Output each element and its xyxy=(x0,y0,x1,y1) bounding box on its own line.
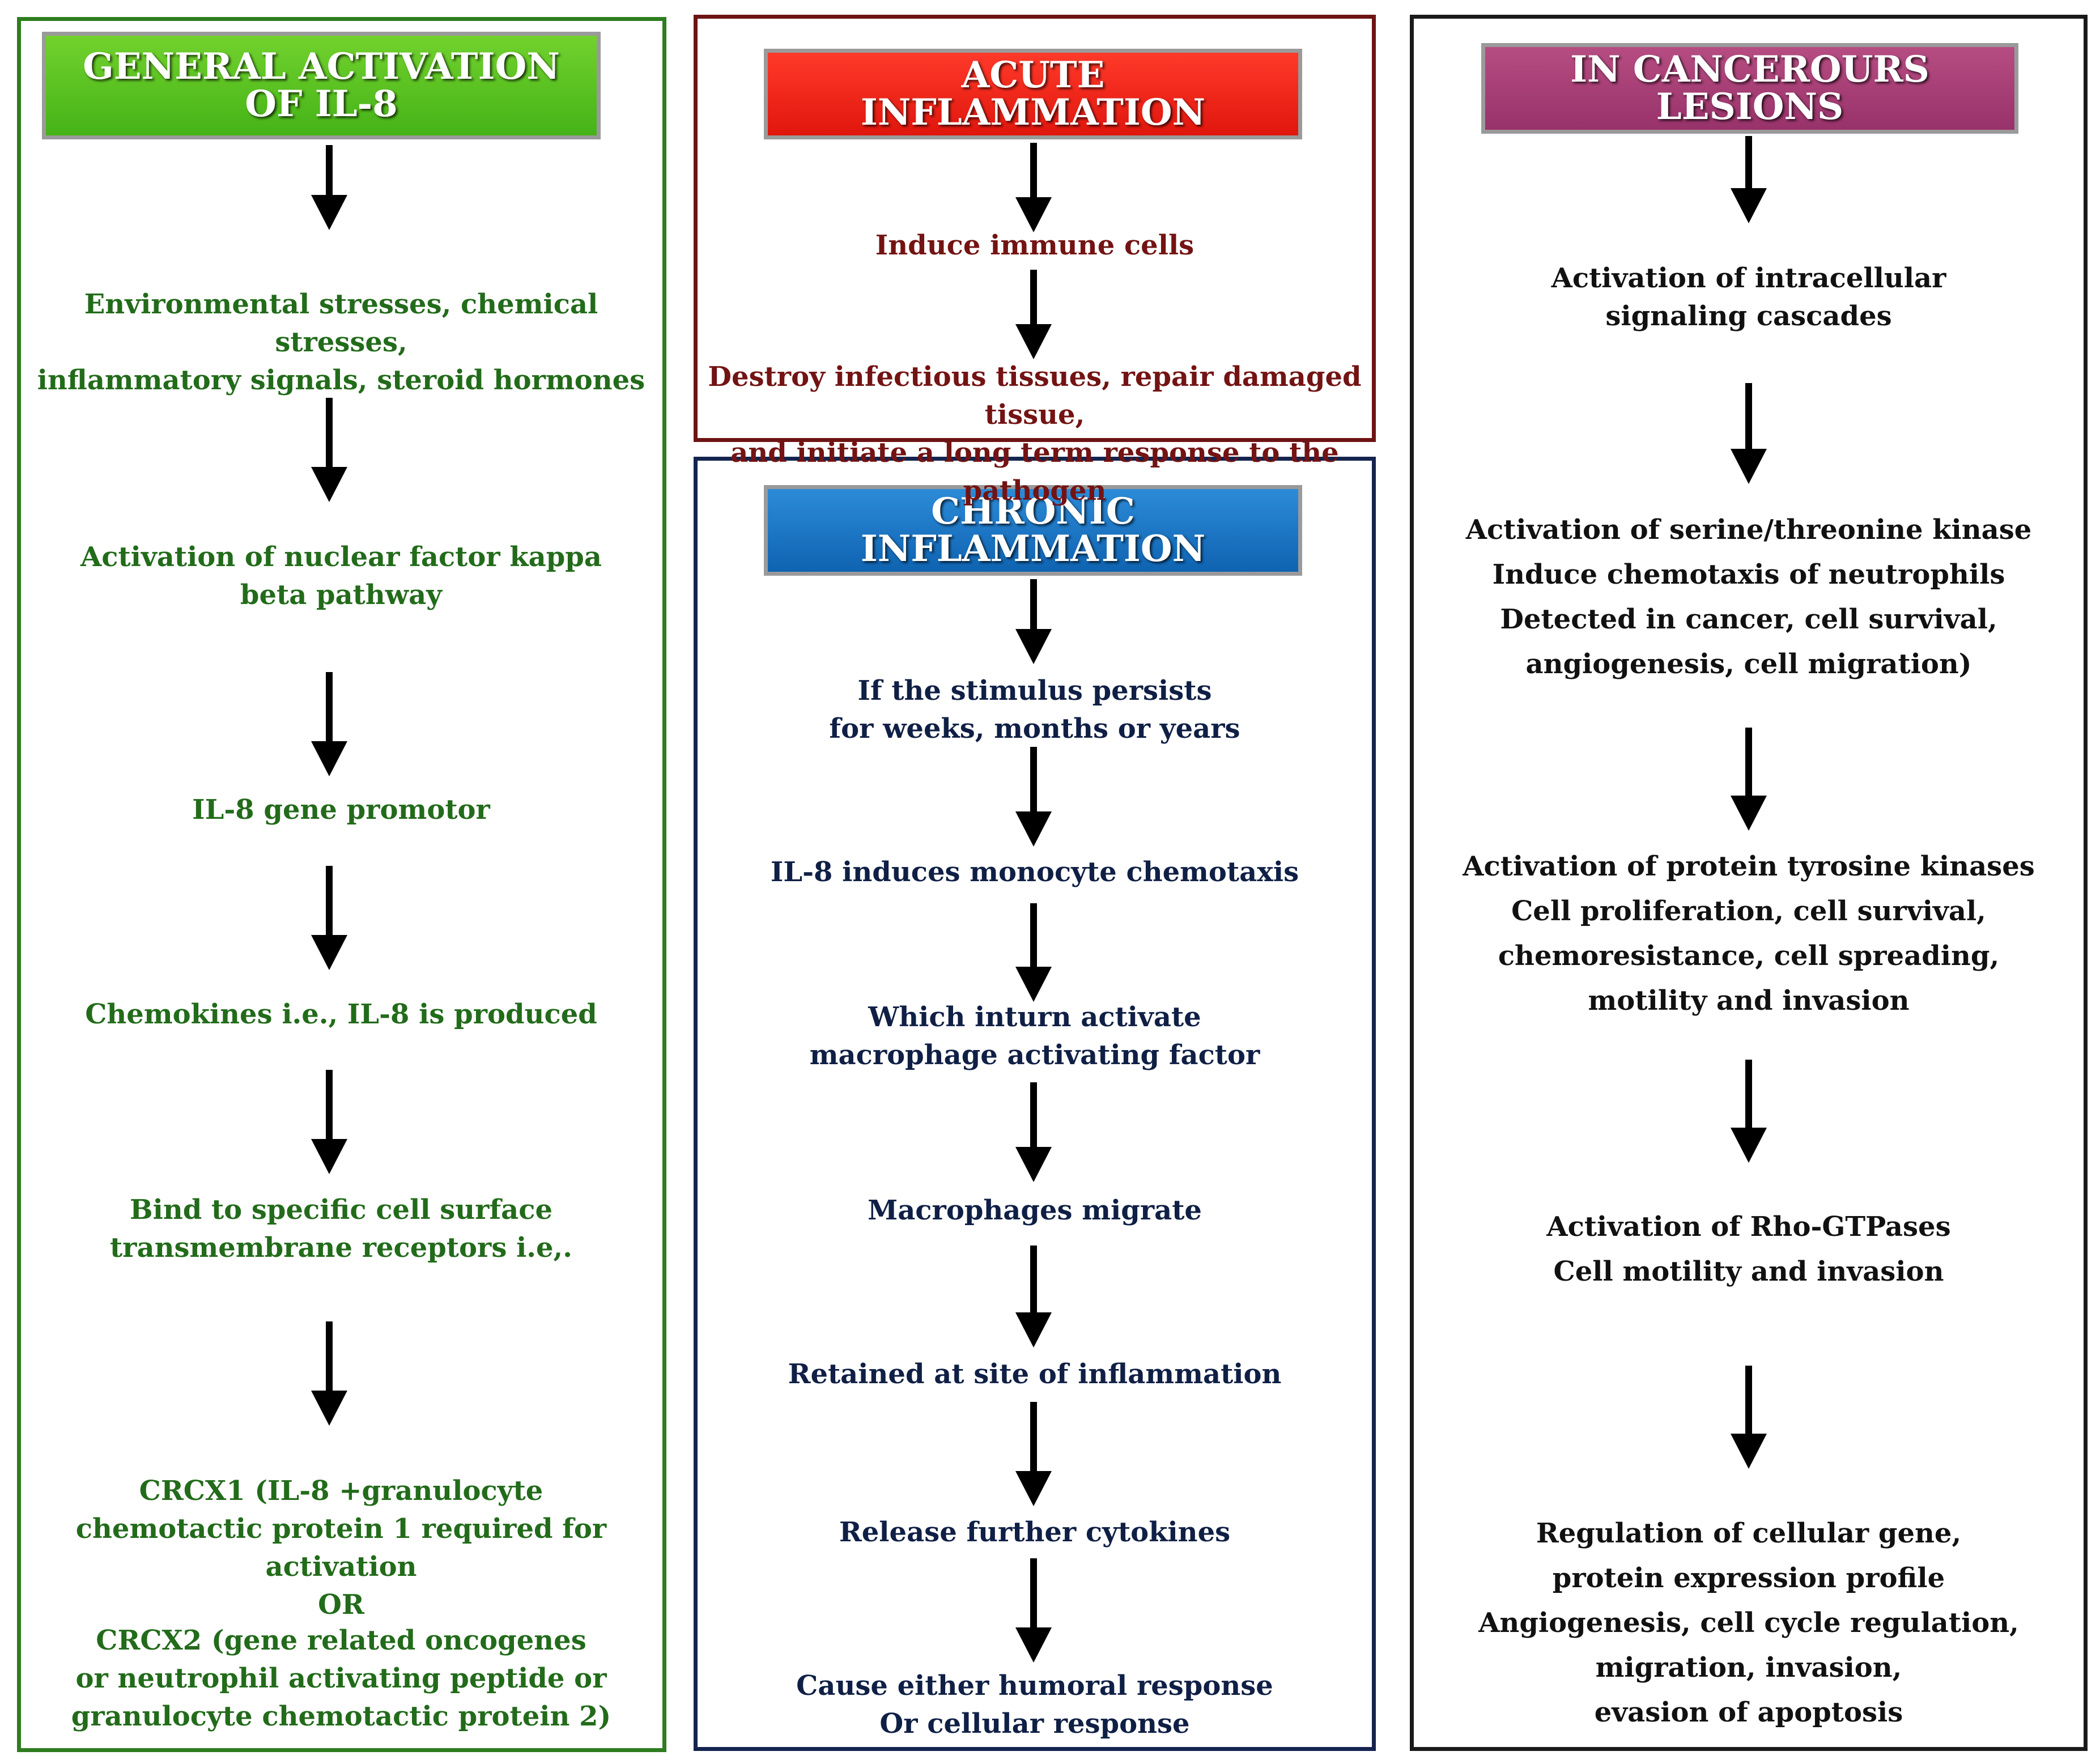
general-step-5: Bind to specific cell surface transmembr… xyxy=(110,1194,572,1264)
chronic-step-5: Retained at site of inflammation xyxy=(788,1358,1282,1390)
general-step-1: Environmental stresses, chemical stresse… xyxy=(37,288,645,396)
down-arrow-icon xyxy=(311,1321,347,1426)
down-arrow-icon xyxy=(1015,1402,1052,1506)
down-arrow-icon xyxy=(1731,1060,1767,1163)
general-activation-panel xyxy=(17,17,666,1752)
chronic-step-3: Which inturn activate macrophage activat… xyxy=(809,1001,1260,1071)
down-arrow-icon xyxy=(1015,747,1052,847)
down-arrow-icon xyxy=(1015,270,1052,359)
down-arrow-icon xyxy=(1731,728,1767,831)
down-arrow-icon xyxy=(1015,579,1052,664)
acute-step-2: Destroy infectious tissues, repair damag… xyxy=(708,361,1362,507)
acute-step-1: Induce immune cells xyxy=(875,229,1194,261)
down-arrow-icon xyxy=(1731,1366,1767,1469)
down-arrow-icon xyxy=(311,1070,347,1174)
down-arrow-icon xyxy=(1015,1558,1052,1663)
general-activation-title: GENERAL ACTIVATION OF IL-8 xyxy=(42,32,601,139)
cancer-step-4: Activation of Rho-GTPases Cell motility … xyxy=(1546,1211,1951,1287)
general-step-4: Chemokines i.e., IL-8 is produced xyxy=(85,998,597,1030)
general-step-3: IL-8 gene promotor xyxy=(192,794,490,826)
general-step-7: CRCX2 (gene related oncogenes or neutrop… xyxy=(71,1625,611,1732)
down-arrow-icon xyxy=(1015,1082,1052,1182)
down-arrow-icon xyxy=(1015,143,1052,232)
chronic-inflammation-title: CHRONIC INFLAMMATION xyxy=(764,485,1302,576)
general-step-6: CRCX1 (IL-8 +granulocyte chemotactic pro… xyxy=(75,1475,607,1621)
down-arrow-icon xyxy=(311,145,347,230)
down-arrow-icon xyxy=(311,398,347,502)
cancer-step-2: Activation of serine/threonine kinase In… xyxy=(1465,514,2032,680)
cancer-step-1: Activation of intracellular signaling ca… xyxy=(1551,262,1946,332)
chronic-step-7: Cause either humoral response Or cellula… xyxy=(796,1670,1273,1740)
cancer-step-3: Activation of protein tyrosine kinases C… xyxy=(1463,851,2035,1017)
cancer-step-5: Regulation of cellular gene, protein exp… xyxy=(1478,1518,2019,1728)
down-arrow-icon xyxy=(311,672,347,776)
acute-inflammation-title: ACUTE INFLAMMATION xyxy=(764,49,1302,139)
down-arrow-icon xyxy=(1731,383,1767,484)
cancerous-lesions-title: IN CANCEROURS LESIONS xyxy=(1481,43,2018,134)
chronic-step-6: Release further cytokines xyxy=(839,1516,1231,1548)
chronic-step-4: Macrophages migrate xyxy=(868,1195,1202,1226)
chronic-step-2: IL-8 induces monocyte chemotaxis xyxy=(770,856,1299,888)
down-arrow-icon xyxy=(1015,903,1052,1002)
chronic-step-1: If the stimulus persists for weeks, mont… xyxy=(829,675,1240,745)
down-arrow-icon xyxy=(1731,136,1767,223)
down-arrow-icon xyxy=(311,866,347,970)
general-step-2: Activation of nuclear factor kappa beta … xyxy=(80,541,602,611)
down-arrow-icon xyxy=(1015,1246,1052,1348)
